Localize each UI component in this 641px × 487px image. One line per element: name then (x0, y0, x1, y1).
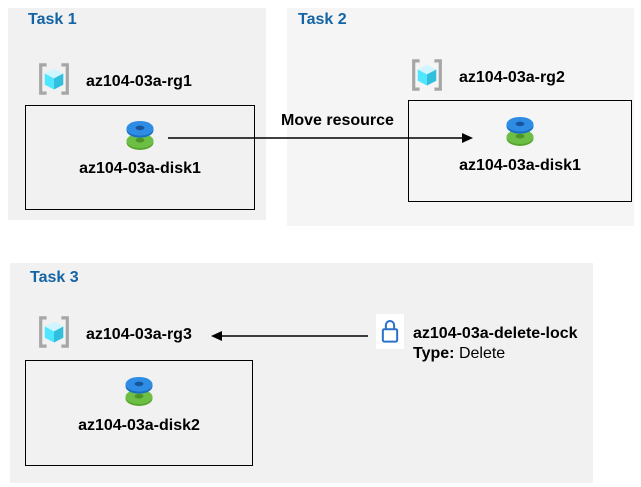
disk-icon (122, 374, 156, 413)
task-3-panel (10, 263, 593, 483)
task-3-resource-box: az104-03a-disk2 (25, 360, 253, 466)
task-1-resource-box: az104-03a-disk1 (25, 105, 255, 210)
lock-annotation: az104-03a-delete-lock Type: Delete (413, 324, 578, 364)
task-1-resource-group: az104-03a-rg1 (35, 60, 192, 103)
resource-group-icon (35, 60, 73, 103)
lock-icon (376, 314, 404, 349)
task-1-title: Task 1 (28, 11, 77, 28)
disk-label: az104-03a-disk1 (459, 157, 581, 174)
lock-type-label: Type: (413, 345, 455, 362)
resource-group-icon (35, 313, 73, 356)
disk-icon (503, 114, 537, 153)
disk-label: az104-03a-disk1 (79, 160, 201, 177)
move-resource-label: Move resource (281, 112, 394, 129)
task-3-resource-group: az104-03a-rg3 (35, 313, 192, 356)
lock-name: az104-03a-delete-lock (413, 325, 578, 342)
task-2-title: Task 2 (298, 11, 347, 28)
disk-label: az104-03a-disk2 (78, 417, 200, 434)
resource-group-label: az104-03a-rg1 (86, 72, 192, 90)
resource-group-label: az104-03a-rg2 (459, 68, 565, 86)
resource-group-icon (408, 56, 446, 99)
resource-group-label: az104-03a-rg3 (86, 325, 192, 343)
lock-type: Type: Delete (413, 344, 578, 364)
task-3-title: Task 3 (30, 269, 79, 286)
task-1-panel (8, 8, 266, 220)
disk-icon (123, 118, 157, 157)
task-2-resource-group: az104-03a-rg2 (408, 56, 565, 99)
lock-type-value: Delete (458, 345, 506, 362)
task-2-panel (287, 8, 634, 226)
task-2-resource-box: az104-03a-disk1 (408, 100, 632, 202)
